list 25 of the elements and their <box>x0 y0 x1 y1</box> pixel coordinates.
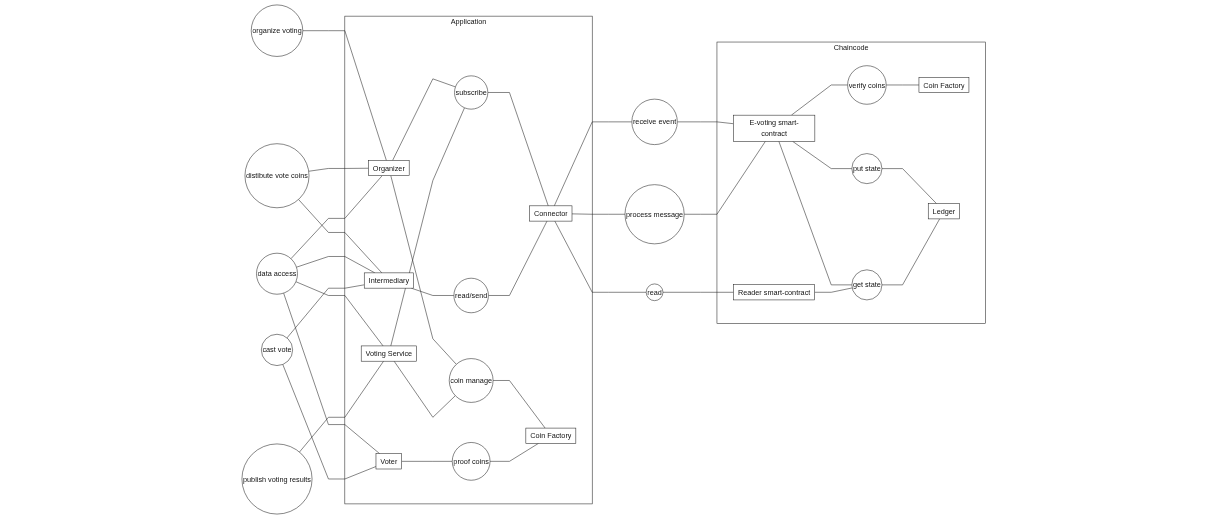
connector <box>302 30 387 161</box>
connector <box>299 360 384 453</box>
connector <box>792 141 852 169</box>
connector <box>554 220 647 293</box>
connector <box>489 443 539 462</box>
connector <box>282 364 377 480</box>
connector <box>298 199 382 274</box>
connector <box>286 284 365 339</box>
connector <box>487 92 549 207</box>
connector <box>308 167 369 172</box>
connector <box>881 168 937 204</box>
connector <box>553 121 632 207</box>
connector <box>296 256 375 274</box>
connector <box>662 292 734 293</box>
connector <box>683 141 766 215</box>
connector <box>492 380 546 429</box>
connector <box>778 141 852 286</box>
connector <box>571 213 626 215</box>
connector <box>390 107 465 347</box>
connector <box>295 281 384 347</box>
connector <box>290 175 383 259</box>
connector <box>283 292 380 454</box>
connector <box>393 360 456 418</box>
connector <box>390 175 457 365</box>
connector <box>410 287 455 296</box>
